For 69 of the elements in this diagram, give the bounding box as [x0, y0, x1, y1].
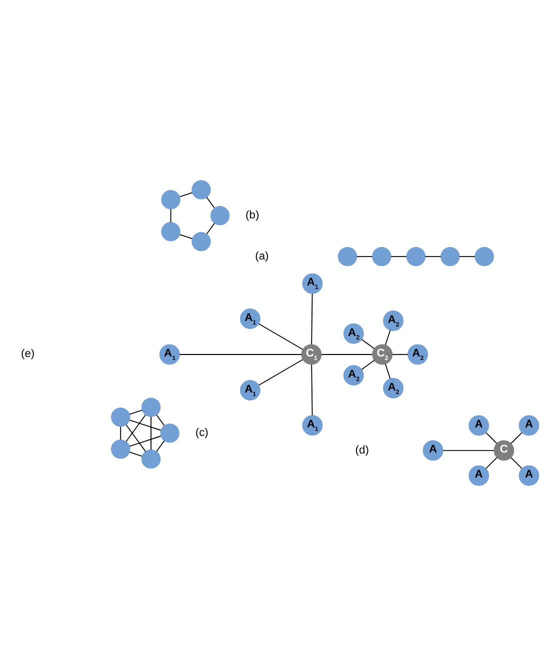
node-circle: A: [468, 414, 490, 436]
connector: [120, 426, 122, 440]
label: (c): [195, 426, 208, 438]
connector: [356, 256, 373, 257]
connector: [129, 435, 162, 446]
connector: [459, 256, 476, 257]
connector: [206, 222, 215, 234]
connector: [424, 256, 442, 257]
label: (d): [355, 444, 369, 456]
node-circle: [110, 439, 130, 458]
node-circle: A: [518, 414, 540, 436]
node-circle: A$_{2}$: [343, 364, 364, 386]
node-circle: A$_{1}$: [302, 414, 323, 436]
connector: [258, 358, 304, 386]
node-circle: A$_{2}$: [408, 344, 428, 364]
node-circle: C$_{1}$: [301, 344, 322, 364]
connector: [485, 432, 498, 444]
connector: [129, 419, 162, 430]
connector: [258, 322, 304, 350]
label: (a): [255, 250, 269, 262]
node-circle: [141, 448, 161, 468]
node-circle: A$_{1}$: [240, 380, 260, 400]
node-circle: [161, 222, 180, 241]
node-circle: A$_{2}$: [343, 322, 364, 344]
node-circle: [161, 190, 180, 209]
node-circle: [192, 180, 211, 199]
connector: [179, 234, 193, 239]
connector: [150, 416, 152, 450]
node-circle: [141, 397, 161, 416]
connector: [510, 432, 522, 444]
connector: [384, 363, 391, 379]
node-circle: [406, 246, 426, 266]
connector: [129, 451, 142, 456]
node-circle: C$_{2}$: [372, 344, 393, 364]
connector: [206, 196, 215, 208]
node-circle: A$_{1}$: [302, 272, 323, 294]
node-circle: [338, 246, 358, 266]
node-circle: A: [518, 464, 540, 486]
label: (e): [21, 348, 35, 360]
node-circle: A$_{2}$: [383, 377, 404, 398]
node-circle: A$_{2}$: [383, 310, 404, 330]
connector: [129, 409, 143, 414]
node-circle: [474, 246, 494, 266]
connector: [179, 192, 193, 197]
connector: [170, 208, 172, 222]
connector: [311, 364, 313, 416]
node-circle: A: [468, 464, 490, 486]
connector: [510, 456, 522, 469]
node-circle: A: [422, 440, 444, 460]
node-circle: [372, 246, 392, 266]
label: (b): [246, 208, 260, 221]
node-circle: [440, 246, 460, 266]
node-circle: [110, 407, 130, 426]
connector: [156, 414, 165, 426]
connector: [361, 338, 375, 349]
node-circle: A$_{1}$: [240, 308, 260, 328]
node-circle: A$_{1}$: [159, 344, 180, 364]
connector: [156, 440, 165, 452]
connector: [384, 329, 391, 345]
connector: [361, 359, 375, 370]
node-circle: [160, 423, 180, 442]
node-circle: [192, 231, 211, 251]
connector: [126, 424, 146, 452]
connector: [311, 292, 313, 344]
connector: [126, 414, 146, 442]
connector: [390, 256, 408, 257]
node-circle: [210, 206, 230, 225]
connector: [485, 456, 498, 469]
node-circle: C: [494, 440, 514, 460]
